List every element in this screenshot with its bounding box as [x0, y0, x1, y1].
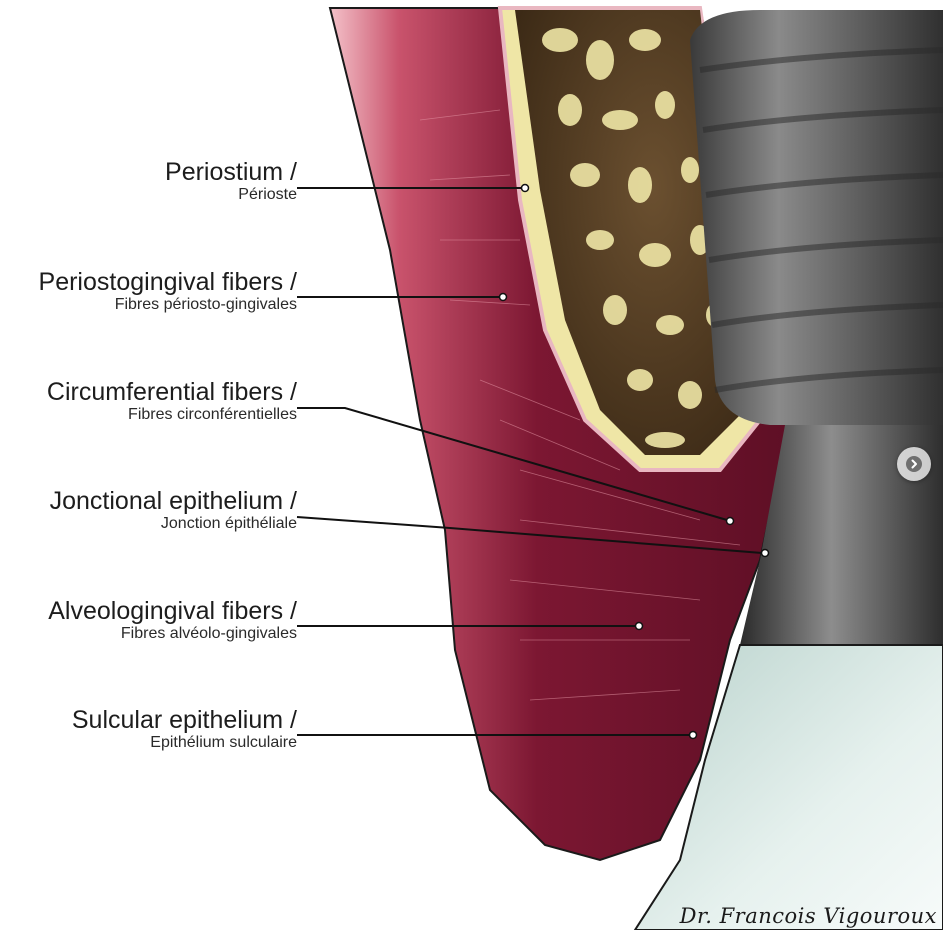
- label-jonctional: Jonctional epithelium / Jonction épithél…: [50, 487, 297, 533]
- label-alveologingival: Alveologingival fibers / Fibres alvéolo-…: [48, 597, 297, 643]
- label-circumferential-fr: Fibres circonférentielles: [47, 406, 297, 424]
- label-periostium-fr: Périoste: [165, 186, 297, 204]
- label-circumferential: Circumferential fibers / Fibres circonfé…: [47, 378, 297, 424]
- label-jonctional-fr: Jonction épithéliale: [50, 515, 297, 533]
- label-jonctional-en: Jonctional epithelium /: [50, 487, 297, 515]
- label-periostium-en: Periostium /: [165, 158, 297, 186]
- label-sulcular: Sulcular epithelium / Epithélium sulcula…: [72, 706, 297, 752]
- label-circumferential-en: Circumferential fibers /: [47, 378, 297, 406]
- label-sulcular-en: Sulcular epithelium /: [72, 706, 297, 734]
- implant-fixture: [690, 10, 943, 425]
- label-alveologingival-fr: Fibres alvéolo-gingivales: [48, 625, 297, 643]
- author-signature: Dr. Francois Vigouroux: [680, 904, 937, 928]
- label-periostium: Periostium / Périoste: [165, 158, 297, 204]
- label-alveologingival-en: Alveologingival fibers /: [48, 597, 297, 625]
- label-periostogingival-en: Periostogingival fibers /: [39, 268, 297, 296]
- label-periostogingival-fr: Fibres périosto-gingivales: [39, 296, 297, 314]
- next-slide-button[interactable]: [897, 447, 931, 481]
- chevron-right-icon: [906, 456, 922, 472]
- label-periostogingival: Periostogingival fibers / Fibres périost…: [39, 268, 297, 314]
- label-sulcular-fr: Epithélium sulculaire: [72, 734, 297, 752]
